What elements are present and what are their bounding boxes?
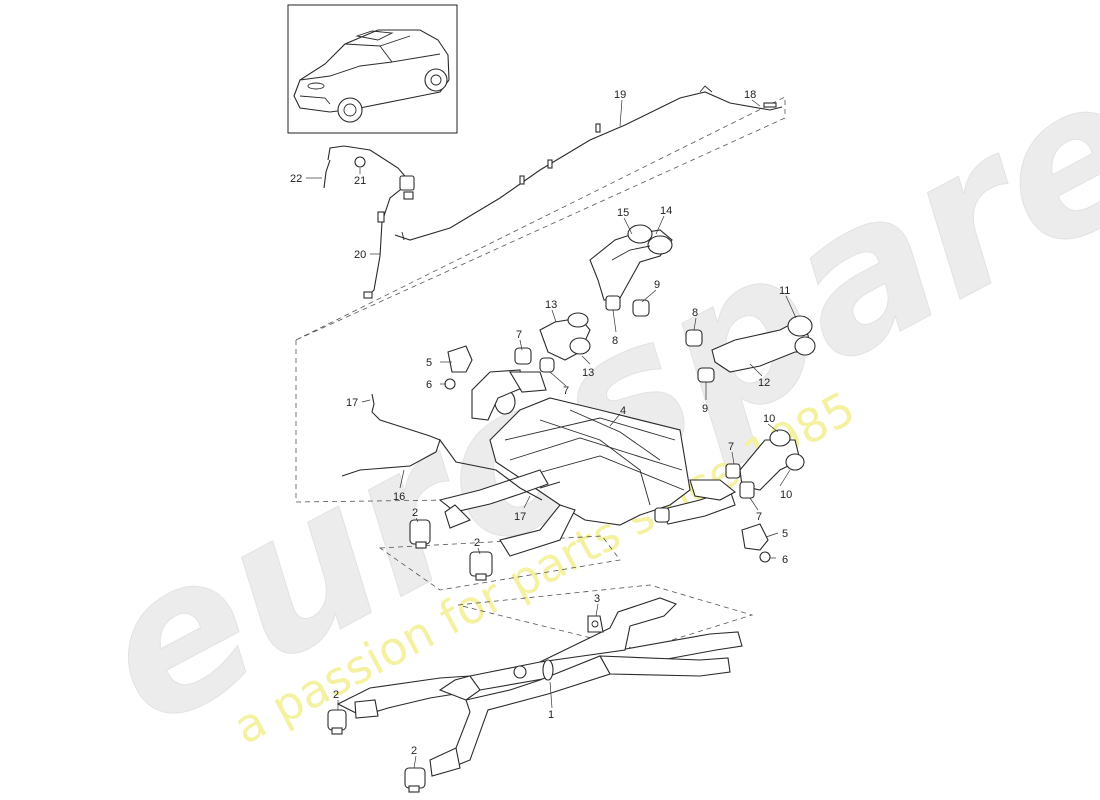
clamp-upper-2 (469, 551, 493, 581)
sensor-cable-upper (394, 85, 783, 241)
callout-13: 13 (582, 367, 594, 379)
callout-3: 3 (594, 593, 600, 605)
callout-10: 10 (763, 413, 775, 425)
clamp-7-right (725, 463, 755, 499)
callout-9: 9 (702, 403, 708, 415)
line-17 (371, 393, 561, 489)
bolt-6-left (444, 378, 456, 390)
callout-22: 22 (290, 173, 302, 185)
callout-6: 6 (782, 554, 788, 566)
callout-17: 17 (346, 397, 358, 409)
callout-1: 1 (548, 709, 554, 721)
callout-11: 11 (779, 285, 790, 297)
callout-7: 7 (728, 441, 734, 453)
callout-2: 2 (474, 537, 480, 549)
suv-illustration (293, 29, 450, 123)
callout-6: 6 (426, 379, 432, 391)
hanger-3 (587, 615, 604, 633)
callout-7: 7 (516, 329, 522, 341)
callout-15: 15 (617, 207, 629, 219)
callout-5: 5 (426, 357, 432, 369)
tailpipe-14-15 (589, 224, 673, 301)
callout-21: 21 (354, 175, 366, 187)
clamp-9-right (697, 367, 715, 383)
callout-12: 12 (758, 377, 770, 389)
clamp-lower-1 (327, 709, 347, 735)
callout-8: 8 (612, 335, 618, 347)
callout-7: 7 (756, 511, 762, 523)
vehicle-thumbnail (287, 4, 458, 134)
callout-2: 2 (411, 745, 417, 757)
callout-9: 9 (654, 279, 660, 291)
leader-lines (306, 99, 797, 769)
callout-16: 16 (393, 491, 405, 503)
clamp-8-right (685, 329, 703, 347)
callout-14: 14 (660, 205, 672, 217)
tailpipe-13 (539, 312, 591, 361)
clamp-lower-2 (404, 767, 426, 793)
clamp-upper-1 (409, 519, 431, 549)
callout-20: 20 (354, 249, 366, 261)
callout-2: 2 (412, 507, 418, 519)
callout-18: 18 (744, 89, 756, 101)
bracket-5-left (447, 345, 473, 373)
callout-2: 2 (333, 689, 339, 701)
tailpipe-10 (739, 429, 805, 491)
clamp-9-upper (632, 299, 650, 317)
front-exhaust-pipe (336, 597, 743, 777)
bracket-5-right (741, 523, 769, 551)
sensor-cable-left (323, 145, 415, 299)
callout-13: 13 (545, 299, 557, 311)
callout-5: 5 (782, 528, 788, 540)
callout-17: 17 (514, 511, 526, 523)
clamp-8-upper (605, 295, 621, 311)
callout-7: 7 (563, 385, 569, 397)
callout-4: 4 (620, 405, 626, 417)
connector-21 (354, 156, 366, 168)
muffler-inlet-pipes (438, 369, 576, 557)
bolt-6-right (759, 551, 771, 563)
tailpipe-11-12 (711, 315, 816, 373)
callout-10: 10 (780, 489, 792, 501)
callout-labels: 1 2 2 2 2 3 4 5 5 6 6 7 7 7 7 8 8 9 9 10… (290, 89, 792, 757)
callout-19: 19 (614, 89, 626, 101)
clamp-7-left (514, 347, 555, 373)
callout-8: 8 (692, 307, 698, 319)
tail-pipe-connector (654, 479, 736, 525)
